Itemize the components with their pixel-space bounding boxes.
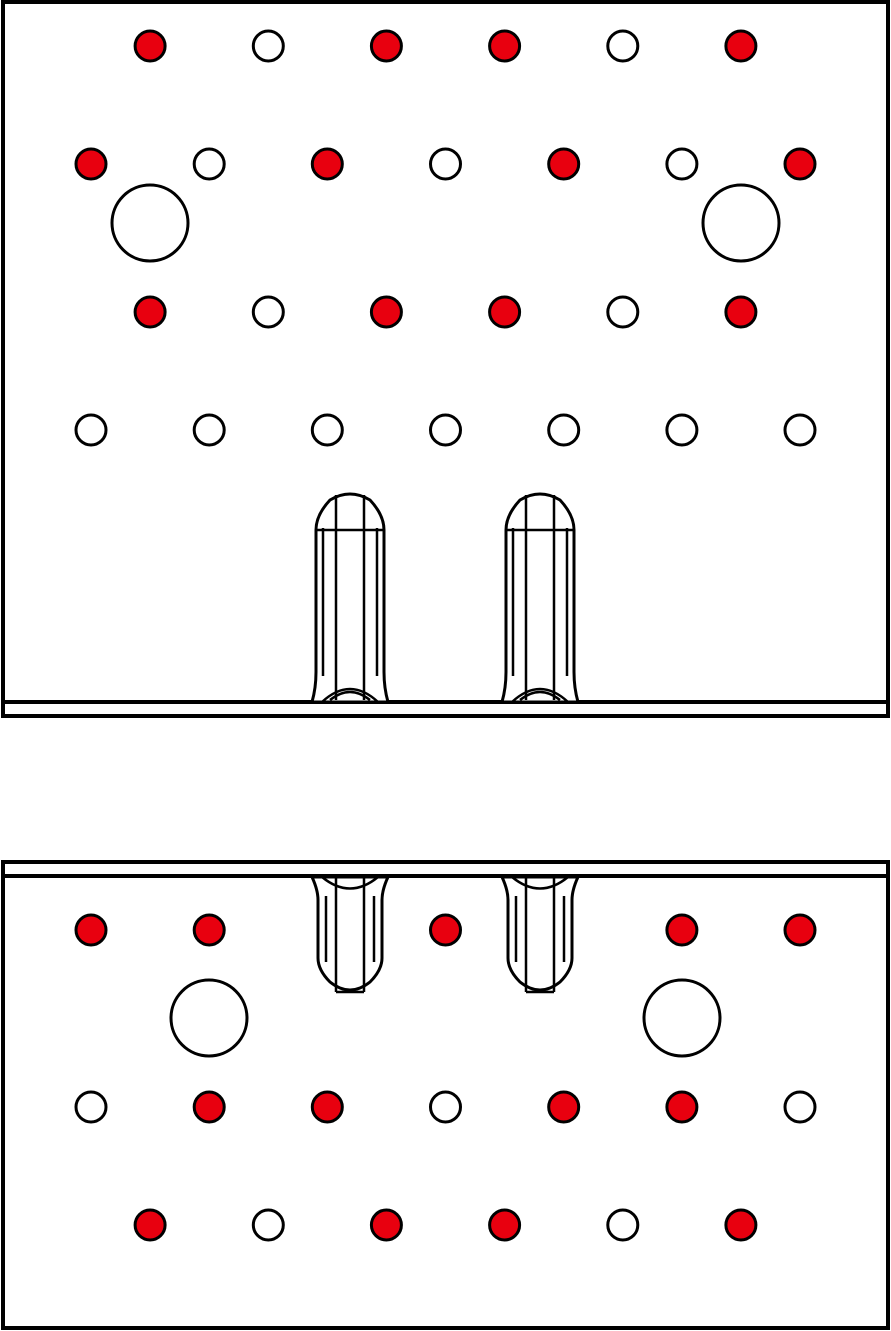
nail-hole-open xyxy=(606,1208,640,1242)
nail-hole-marked xyxy=(369,1208,403,1242)
nail-hole-marked xyxy=(310,1090,344,1124)
nail-hole-marked xyxy=(74,147,108,181)
anchor-hole xyxy=(642,978,722,1058)
nail-hole-marked xyxy=(133,1208,167,1242)
nail-hole-marked xyxy=(488,1208,522,1242)
rib-edge-line xyxy=(511,687,569,703)
upper-plate xyxy=(1,0,890,718)
nail-hole-marked xyxy=(133,295,167,329)
nail-hole-marked xyxy=(665,913,699,947)
rib-edge-line xyxy=(321,687,379,703)
stiffening-rib xyxy=(310,492,390,704)
nail-hole-open xyxy=(251,1208,285,1242)
nail-hole-open xyxy=(192,147,226,181)
anchor-hole xyxy=(110,183,190,263)
lower-plate xyxy=(1,860,890,1330)
nail-hole-marked xyxy=(724,295,758,329)
nail-hole-marked xyxy=(724,1208,758,1242)
upper-plate-outline xyxy=(1,0,890,718)
nail-hole-marked xyxy=(665,1090,699,1124)
nail-hole-open xyxy=(310,413,344,447)
nail-hole-open xyxy=(74,1090,108,1124)
nail-hole-marked xyxy=(783,913,817,947)
nail-hole-marked xyxy=(74,913,108,947)
nail-hole-marked xyxy=(783,147,817,181)
lower-anchor-holes xyxy=(169,978,722,1058)
nail-hole-open xyxy=(547,413,581,447)
nail-hole-marked xyxy=(192,1090,226,1124)
upper-nail-holes xyxy=(74,29,817,447)
nail-hole-open xyxy=(192,413,226,447)
nail-hole-open xyxy=(429,147,462,181)
upper-stiffening-ribs xyxy=(310,492,580,704)
rib-edge-line xyxy=(321,876,379,890)
stiffening-rib xyxy=(310,875,390,994)
nail-hole-marked xyxy=(192,913,226,947)
nail-hole-marked xyxy=(488,295,522,329)
nail-hole-open xyxy=(429,413,462,447)
nail-hole-open xyxy=(429,1090,462,1124)
rib-outline xyxy=(500,492,580,704)
nail-hole-marked xyxy=(310,147,344,181)
nail-hole-marked xyxy=(429,913,462,947)
lower-stiffening-ribs xyxy=(310,875,580,994)
nail-hole-open xyxy=(783,1090,817,1124)
nail-hole-marked xyxy=(488,29,522,63)
rib-edge-line xyxy=(519,690,561,701)
upper-plate-flange-edge xyxy=(1,700,890,718)
anchor-hole xyxy=(169,978,249,1058)
nail-hole-marked xyxy=(547,1090,581,1124)
nail-hole-marked xyxy=(133,29,167,63)
stiffening-rib xyxy=(500,492,580,704)
lower-plate-flange-edge xyxy=(1,860,890,878)
nail-hole-open xyxy=(665,413,699,447)
rib-outline xyxy=(310,875,390,992)
nail-hole-open xyxy=(606,29,640,63)
nail-hole-marked xyxy=(369,29,403,63)
nail-hole-marked xyxy=(724,29,758,63)
nail-hole-open xyxy=(665,147,699,181)
anchor-hole xyxy=(701,183,781,263)
lower-nail-holes xyxy=(74,913,817,1242)
nail-hole-open xyxy=(74,413,108,447)
nail-hole-open xyxy=(783,413,817,447)
rib-edge-line xyxy=(511,876,569,890)
rib-edge-line xyxy=(329,690,371,701)
nail-hole-open xyxy=(606,295,640,329)
rib-outline xyxy=(310,492,390,704)
nail-hole-open xyxy=(251,29,285,63)
stiffening-rib xyxy=(500,875,580,994)
nail-hole-marked xyxy=(369,295,403,329)
nail-hole-open xyxy=(251,295,285,329)
upper-anchor-holes xyxy=(110,183,781,263)
rib-outline xyxy=(500,875,580,992)
nail-hole-marked xyxy=(547,147,581,181)
